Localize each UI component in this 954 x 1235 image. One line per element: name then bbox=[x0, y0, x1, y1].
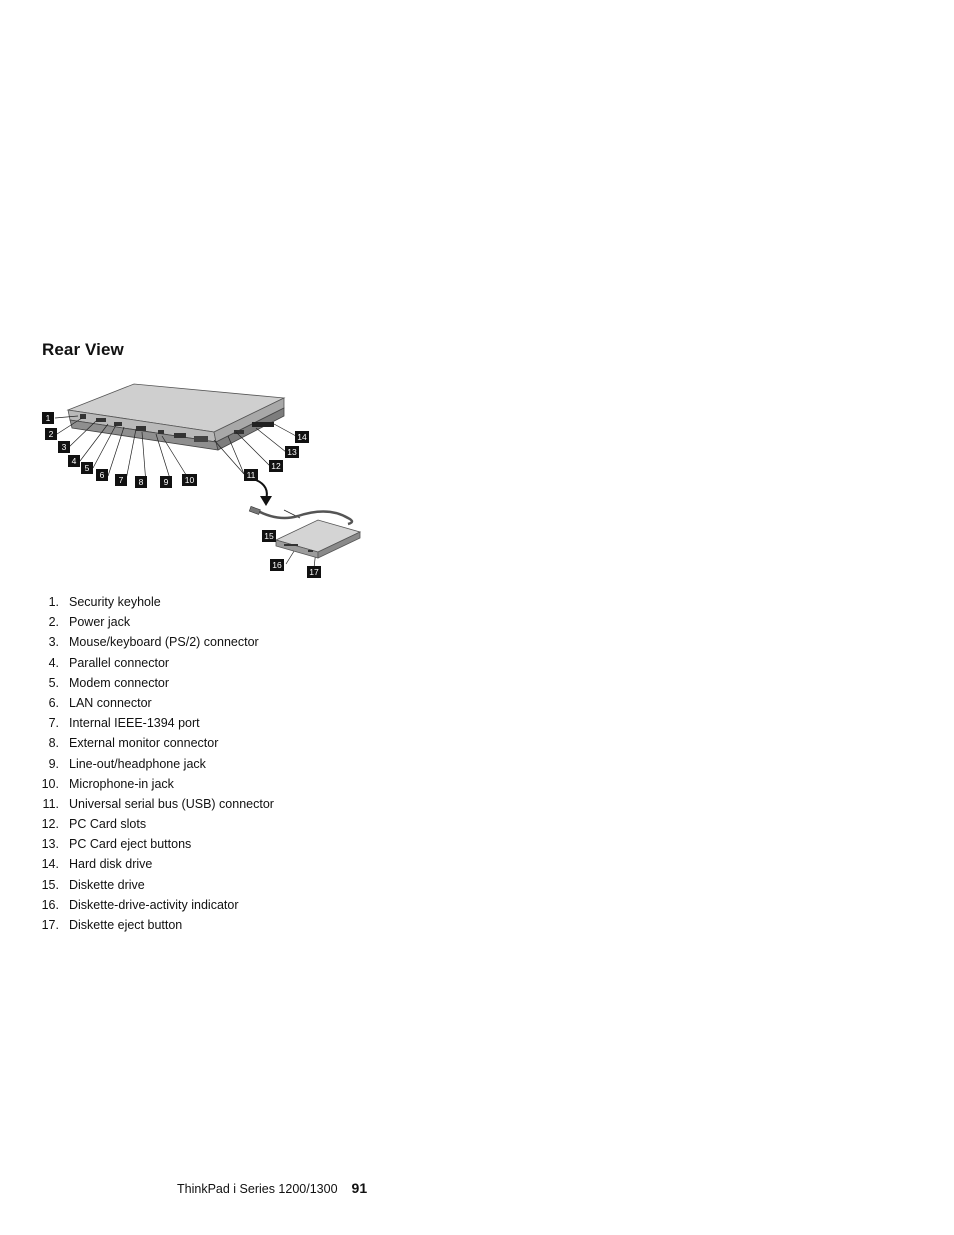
list-item: 2. Power jack bbox=[38, 612, 274, 632]
svg-text:15: 15 bbox=[264, 531, 274, 541]
item-number: 8. bbox=[48, 736, 59, 751]
list-item: 1. Security keyhole bbox=[38, 592, 274, 612]
svg-text:16: 16 bbox=[272, 560, 282, 570]
list-item: 16. Diskette-drive-activity indicator bbox=[38, 895, 274, 915]
list-item: 13. PC Card eject buttons bbox=[38, 834, 274, 854]
list-item: 6. LAN connector bbox=[38, 693, 274, 713]
arrow-head-icon bbox=[260, 496, 272, 506]
item-number: 6. bbox=[48, 695, 59, 710]
rear-view-illustration: 1 2 3 4 5 6 7 8 9 10 11 12 13 14 15 16 1… bbox=[42, 383, 362, 578]
callout-11: 11 bbox=[244, 469, 258, 481]
callout-1: 1 bbox=[42, 412, 54, 424]
item-number: 3. bbox=[48, 635, 59, 650]
item-label: Microphone-in jack bbox=[69, 776, 174, 791]
leader-lines bbox=[54, 415, 317, 569]
component-list: 1. Security keyhole 2. Power jack 3. Mouse/… bbox=[38, 592, 274, 935]
callout-8: 8 bbox=[135, 476, 147, 488]
svg-text:9: 9 bbox=[164, 477, 169, 487]
item-number: 12. bbox=[41, 817, 59, 832]
usb-cable bbox=[255, 508, 354, 526]
laptop-drawing bbox=[66, 383, 286, 451]
item-label: Line-out/headphone jack bbox=[69, 756, 206, 771]
callout-6: 6 bbox=[96, 469, 108, 481]
svg-text:8: 8 bbox=[139, 477, 144, 487]
item-number: 4. bbox=[48, 655, 59, 670]
item-label: Hard disk drive bbox=[69, 857, 153, 872]
item-number: 11. bbox=[42, 796, 59, 811]
callout-10: 10 bbox=[182, 474, 197, 486]
svg-text:3: 3 bbox=[62, 442, 67, 452]
item-label: Diskette-drive-activity indicator bbox=[69, 897, 239, 912]
callout-15: 15 bbox=[262, 530, 276, 542]
page-number: 91 bbox=[351, 1180, 368, 1196]
svg-text:1: 1 bbox=[46, 413, 51, 423]
item-number: 17. bbox=[41, 918, 59, 932]
callout-16: 16 bbox=[270, 559, 284, 571]
item-label: Parallel connector bbox=[69, 655, 170, 670]
svg-text:11: 11 bbox=[247, 470, 256, 480]
callout-labels: 1 2 3 4 5 6 7 8 9 10 11 12 13 14 15 16 1… bbox=[42, 412, 321, 578]
list-item: 10. Microphone-in jack bbox=[38, 774, 274, 794]
item-label: Diskette drive bbox=[69, 877, 145, 892]
svg-text:2: 2 bbox=[49, 429, 54, 439]
item-number: 1. bbox=[48, 595, 59, 609]
item-number: 2. bbox=[48, 615, 59, 630]
list-item: 7. Internal IEEE-1394 port bbox=[38, 713, 274, 733]
callout-9: 9 bbox=[160, 476, 172, 488]
callout-5: 5 bbox=[81, 462, 93, 474]
item-number: 13. bbox=[41, 837, 59, 852]
callout-13: 13 bbox=[285, 446, 299, 458]
footer-product: ThinkPad i Series 1200/1300 bbox=[177, 1182, 338, 1196]
list-item: 12. PC Card slots bbox=[38, 814, 274, 834]
list-item: 5. Modem connector bbox=[38, 673, 274, 693]
item-number: 9. bbox=[48, 756, 59, 771]
svg-text:14: 14 bbox=[297, 432, 307, 442]
item-number: 14. bbox=[41, 857, 59, 872]
item-label: Internal IEEE-1394 port bbox=[69, 716, 200, 731]
item-label: Modem connector bbox=[69, 675, 170, 690]
list-item: 17. Diskette eject button bbox=[38, 915, 274, 935]
callout-17: 17 bbox=[307, 566, 321, 578]
item-label: Diskette eject button bbox=[69, 918, 183, 932]
item-label: PC Card eject buttons bbox=[69, 837, 192, 852]
callout-3: 3 bbox=[58, 441, 70, 453]
callout-14: 14 bbox=[295, 431, 309, 443]
list-item: 14. Hard disk drive bbox=[38, 854, 274, 874]
list-item: 4. Parallel connector bbox=[38, 653, 274, 673]
list-item: 8. External monitor connector bbox=[38, 733, 274, 753]
callout-12: 12 bbox=[269, 460, 283, 472]
item-number: 5. bbox=[48, 675, 59, 690]
item-number: 10. bbox=[41, 776, 59, 791]
item-label: Power jack bbox=[69, 615, 131, 630]
diskette-drive-drawing bbox=[274, 519, 362, 559]
item-label: Universal serial bus (USB) connector bbox=[69, 796, 274, 811]
item-number: 16. bbox=[41, 897, 59, 912]
svg-text:10: 10 bbox=[185, 475, 195, 485]
callout-2: 2 bbox=[45, 428, 57, 440]
svg-text:12: 12 bbox=[271, 461, 281, 471]
item-number: 15. bbox=[41, 877, 59, 892]
item-label: Security keyhole bbox=[69, 595, 161, 609]
item-label: Mouse/keyboard (PS/2) connector bbox=[69, 635, 259, 650]
svg-text:6: 6 bbox=[100, 470, 105, 480]
svg-text:7: 7 bbox=[119, 475, 124, 485]
svg-text:4: 4 bbox=[72, 456, 77, 466]
list-item: 3. Mouse/keyboard (PS/2) connector bbox=[38, 632, 274, 652]
callout-4: 4 bbox=[68, 455, 80, 467]
list-item: 15. Diskette drive bbox=[38, 875, 274, 895]
item-label: LAN connector bbox=[69, 695, 152, 710]
item-label: External monitor connector bbox=[69, 736, 219, 751]
svg-text:13: 13 bbox=[287, 447, 297, 457]
callout-7: 7 bbox=[115, 474, 127, 486]
page-footer: ThinkPad i Series 1200/1300 91 bbox=[177, 1180, 367, 1196]
list-item: 11. Universal serial bus (USB) connector bbox=[38, 794, 274, 814]
item-label: PC Card slots bbox=[69, 817, 147, 832]
item-number: 7. bbox=[48, 716, 59, 731]
list-item: 9. Line-out/headphone jack bbox=[38, 754, 274, 774]
svg-text:17: 17 bbox=[309, 567, 319, 577]
svg-text:5: 5 bbox=[85, 463, 90, 473]
section-heading: Rear View bbox=[42, 340, 124, 359]
